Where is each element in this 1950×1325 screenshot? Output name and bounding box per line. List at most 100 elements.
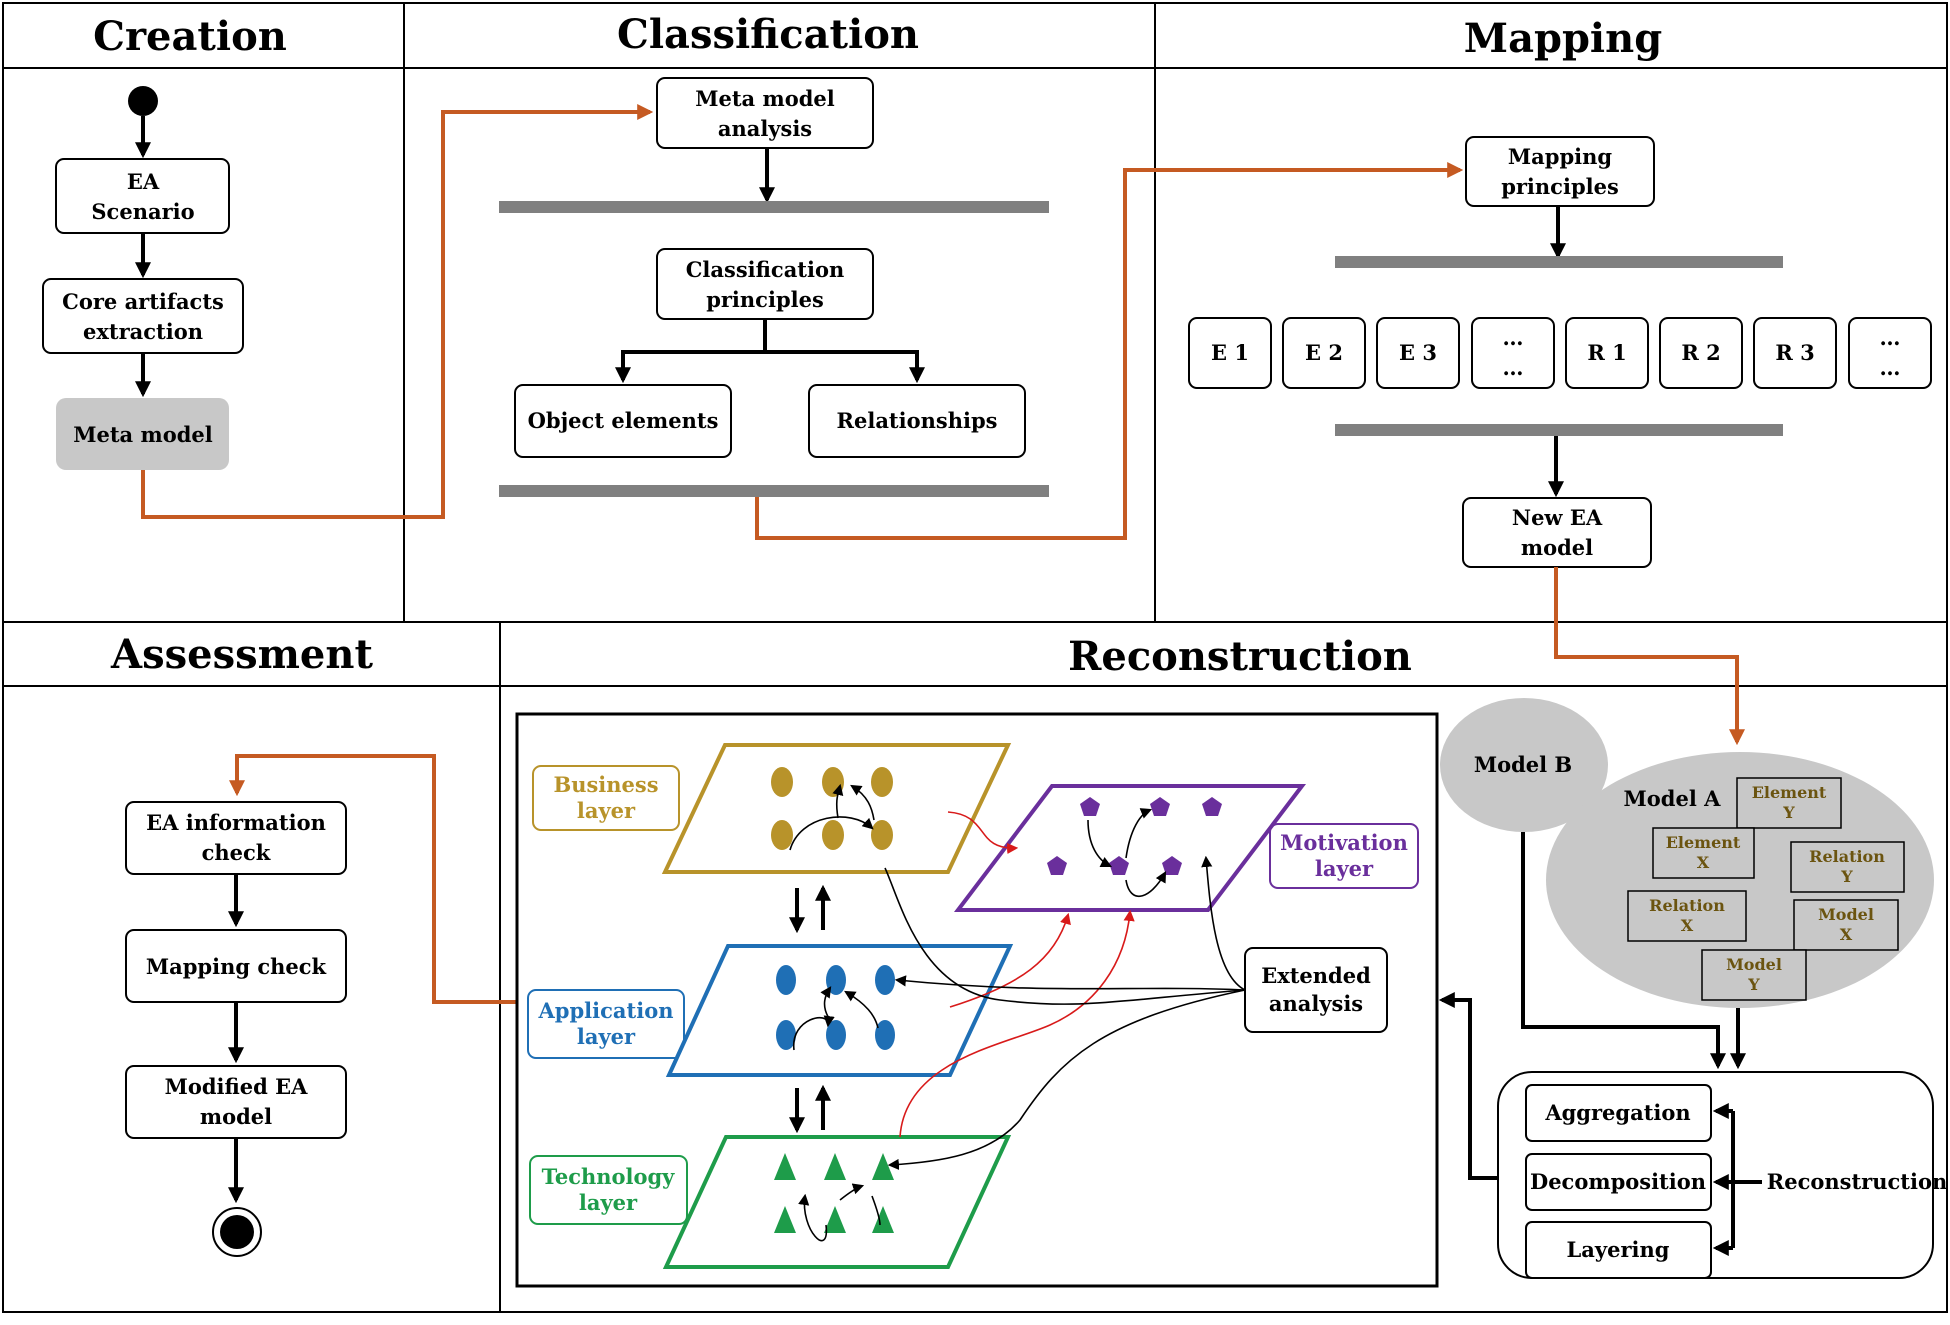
aggregation-button[interactable]: Aggregation	[1525, 1084, 1712, 1142]
fork-bar-mapping-bottom	[1335, 424, 1783, 436]
meta-model-analysis-node[interactable]: Meta model analysis	[656, 77, 874, 149]
motivation-influence-curves	[899, 811, 1135, 1138]
section-title-creation: Creation	[93, 13, 287, 60]
svg-text:X: X	[1840, 925, 1853, 944]
mapping-item-label: R 3	[1775, 340, 1814, 365]
model-a-label: Model A	[1624, 786, 1722, 811]
technology-layer-label: Technology layer	[529, 1155, 688, 1225]
technology-layer-plane	[662, 1135, 1012, 1269]
flow-creation-to-classification	[141, 104, 654, 519]
mapping-item-label-cont: …	[1503, 355, 1524, 380]
model-a-model-y: Model Y	[1701, 949, 1807, 1001]
motivation-layer-plane	[953, 784, 1307, 912]
model-a-element-x: Element X	[1652, 827, 1755, 879]
ea-scenario-line2: Scenario	[91, 199, 194, 224]
mapping-principles-node[interactable]: Mapping principles	[1465, 136, 1655, 207]
svg-text:Y: Y	[1840, 867, 1853, 886]
core-artifacts-line1: Core artifacts	[62, 289, 224, 314]
motivation-layer-label: Motivation layer	[1269, 823, 1419, 889]
mapping-principles-line1: Mapping	[1508, 144, 1612, 169]
svg-text:Element: Element	[1752, 783, 1827, 802]
ea-information-check-node[interactable]: EA information check	[125, 801, 347, 875]
mapping-item-e1[interactable]: E 1	[1188, 317, 1272, 389]
mapping-items: E 1 E 2 E 3 … … R 1 R 2 R 3 …	[1188, 317, 1932, 389]
svg-text:Model: Model	[1818, 905, 1874, 924]
mapping-item-label: E 3	[1399, 340, 1437, 365]
svg-text:Relation: Relation	[1809, 847, 1885, 866]
core-artifacts-line2: extraction	[83, 319, 203, 344]
mapping-item-r2[interactable]: R 2	[1659, 317, 1743, 389]
classification-principles-line2: principles	[706, 287, 824, 312]
model-a-relation-x: Relation X	[1627, 890, 1747, 942]
decomposition-label: Decomposition	[1530, 1169, 1706, 1194]
svg-text:Model: Model	[1726, 955, 1782, 974]
meta-model-analysis-line1: Meta model	[695, 86, 834, 111]
application-layer-plane	[665, 944, 1014, 1077]
business-layer-line1: Business	[553, 772, 658, 797]
flow-classification-to-mapping	[755, 162, 1464, 540]
section-title-assessment: Assessment	[110, 631, 373, 678]
model-a-ellipse: Model A Element Y Element X Relation Y R…	[1546, 752, 1934, 1008]
extended-analysis-links	[884, 855, 1246, 1171]
mapping-item-e3[interactable]: E 3	[1376, 317, 1460, 389]
svg-text:Relation: Relation	[1649, 896, 1725, 915]
classification-principles-node[interactable]: Classification principles	[656, 248, 874, 320]
modified-ea-model-node[interactable]: Modified EA model	[125, 1065, 347, 1139]
layering-button[interactable]: Layering	[1525, 1221, 1712, 1279]
decomposition-button[interactable]: Decomposition	[1525, 1153, 1712, 1211]
reconstruction-ops-panel: Aggregation Decomposition Layering Recon…	[1497, 1071, 1947, 1279]
extended-analysis-line2: analysis	[1269, 991, 1363, 1016]
mapping-item-label: …	[1503, 325, 1524, 350]
motivation-layer-line1: Motivation	[1280, 830, 1408, 855]
mapping-item-r-more[interactable]: … …	[1848, 317, 1932, 389]
ea-scenario-node[interactable]: EA Scenario	[55, 158, 230, 234]
ops-to-extended-analysis	[1438, 992, 1498, 1180]
mapping-item-label: R 1	[1587, 340, 1626, 365]
object-elements-node[interactable]: Object elements	[514, 384, 732, 458]
mapping-item-r1[interactable]: R 1	[1565, 317, 1649, 389]
section-title-reconstruction: Reconstruction	[1068, 633, 1412, 680]
model-b-label: Model B	[1474, 752, 1572, 777]
technology-layer-line1: Technology	[542, 1164, 676, 1189]
mapping-principles-line2: principles	[1501, 174, 1619, 199]
aggregation-label: Aggregation	[1544, 1100, 1690, 1125]
inter-layer-arrows	[789, 884, 831, 1134]
svg-text:X: X	[1681, 916, 1694, 935]
ea-scenario-line1: EA	[127, 169, 160, 194]
mapping-item-e-more[interactable]: … …	[1471, 317, 1555, 389]
core-artifacts-extraction-node[interactable]: Core artifacts extraction	[42, 278, 244, 354]
reconstruction-ops-label: Reconstruction	[1767, 1169, 1947, 1194]
mapping-item-label-cont: …	[1880, 355, 1901, 380]
flow-mapping-to-reconstruction	[1554, 567, 1745, 746]
business-layer-line2: layer	[577, 798, 636, 823]
application-layer-line1: Application	[538, 998, 674, 1023]
svg-text:Y: Y	[1747, 975, 1760, 994]
new-ea-model-line2: model	[1521, 535, 1593, 560]
model-a-element-y: Element Y	[1736, 777, 1842, 829]
model-a-model-x: Model X	[1793, 899, 1899, 951]
relationships-node[interactable]: Relationships	[808, 384, 1026, 458]
motivation-layer-line2: layer	[1315, 856, 1374, 881]
fork-bar-classification-top	[499, 201, 1049, 213]
modified-ea-model-line2: model	[200, 1104, 272, 1129]
svg-text:X: X	[1697, 853, 1710, 872]
section-title-classification: Classification	[617, 11, 919, 58]
new-ea-model-node[interactable]: New EA model	[1462, 497, 1652, 568]
meta-model-node[interactable]: Meta model	[56, 398, 229, 470]
application-layer-line2: layer	[577, 1024, 636, 1049]
meta-model-analysis-line2: analysis	[718, 116, 812, 141]
object-elements-label: Object elements	[528, 408, 719, 433]
mapping-check-node[interactable]: Mapping check	[125, 929, 347, 1003]
ea-information-check-line2: check	[202, 840, 271, 865]
meta-model-label: Meta model	[73, 422, 212, 447]
mapping-item-r3[interactable]: R 3	[1753, 317, 1837, 389]
end-node	[212, 1207, 262, 1257]
extended-analysis-node[interactable]: Extended analysis	[1244, 947, 1388, 1033]
layering-label: Layering	[1567, 1237, 1670, 1262]
relationships-label: Relationships	[837, 408, 998, 433]
model-a-relation-y: Relation Y	[1790, 841, 1905, 893]
mapping-item-e2[interactable]: E 2	[1282, 317, 1366, 389]
classification-principles-line1: Classification	[686, 257, 845, 282]
mapping-item-label: E 2	[1305, 340, 1343, 365]
